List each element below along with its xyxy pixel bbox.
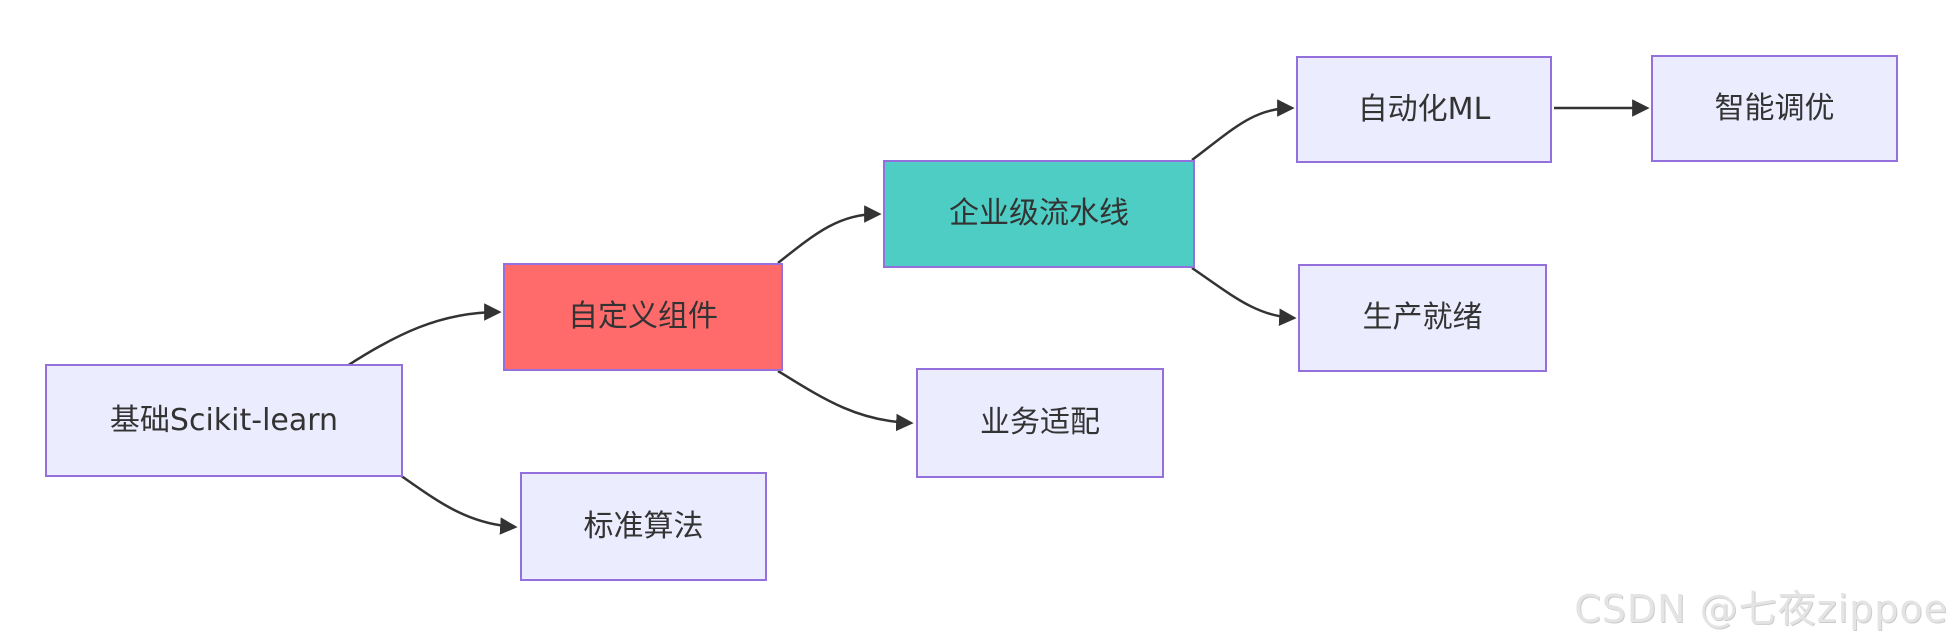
csdn-watermark: CSDN @七夜zippoe — [1574, 587, 1948, 631]
node-custom-components: 自定义组件 — [503, 263, 783, 371]
node-label: 智能调优 — [1714, 90, 1835, 126]
node-standard-algorithms: 标准算法 — [520, 472, 767, 581]
node-basic-scikit-learn: 基础Scikit-learn — [45, 364, 403, 477]
edge-base-to-custom — [346, 303, 502, 368]
node-intelligent-tuning: 智能调优 — [1651, 55, 1898, 162]
node-production-ready: 生产就绪 — [1298, 264, 1547, 372]
node-label: 基础Scikit-learn — [109, 402, 339, 438]
edge-custom-to-biz — [777, 369, 914, 432]
node-enterprise-pipeline: 企业级流水线 — [883, 160, 1195, 268]
node-label: 业务适配 — [980, 405, 1100, 440]
node-label: 企业级流水线 — [949, 196, 1129, 231]
edge-pipeline-to-prod — [1191, 266, 1297, 326]
node-label: 生产就绪 — [1362, 300, 1483, 335]
node-label: 自定义组件 — [568, 299, 718, 334]
edge-base-to-std — [399, 473, 518, 535]
edge-pipeline-to-automl — [1191, 99, 1295, 161]
node-business-adaptation: 业务适配 — [916, 368, 1164, 478]
node-label: 标准算法 — [583, 508, 704, 544]
edge-custom-to-pipeline — [777, 205, 882, 264]
node-label: 自动化ML — [1357, 91, 1491, 127]
node-automated-ml: 自动化ML — [1296, 56, 1552, 163]
